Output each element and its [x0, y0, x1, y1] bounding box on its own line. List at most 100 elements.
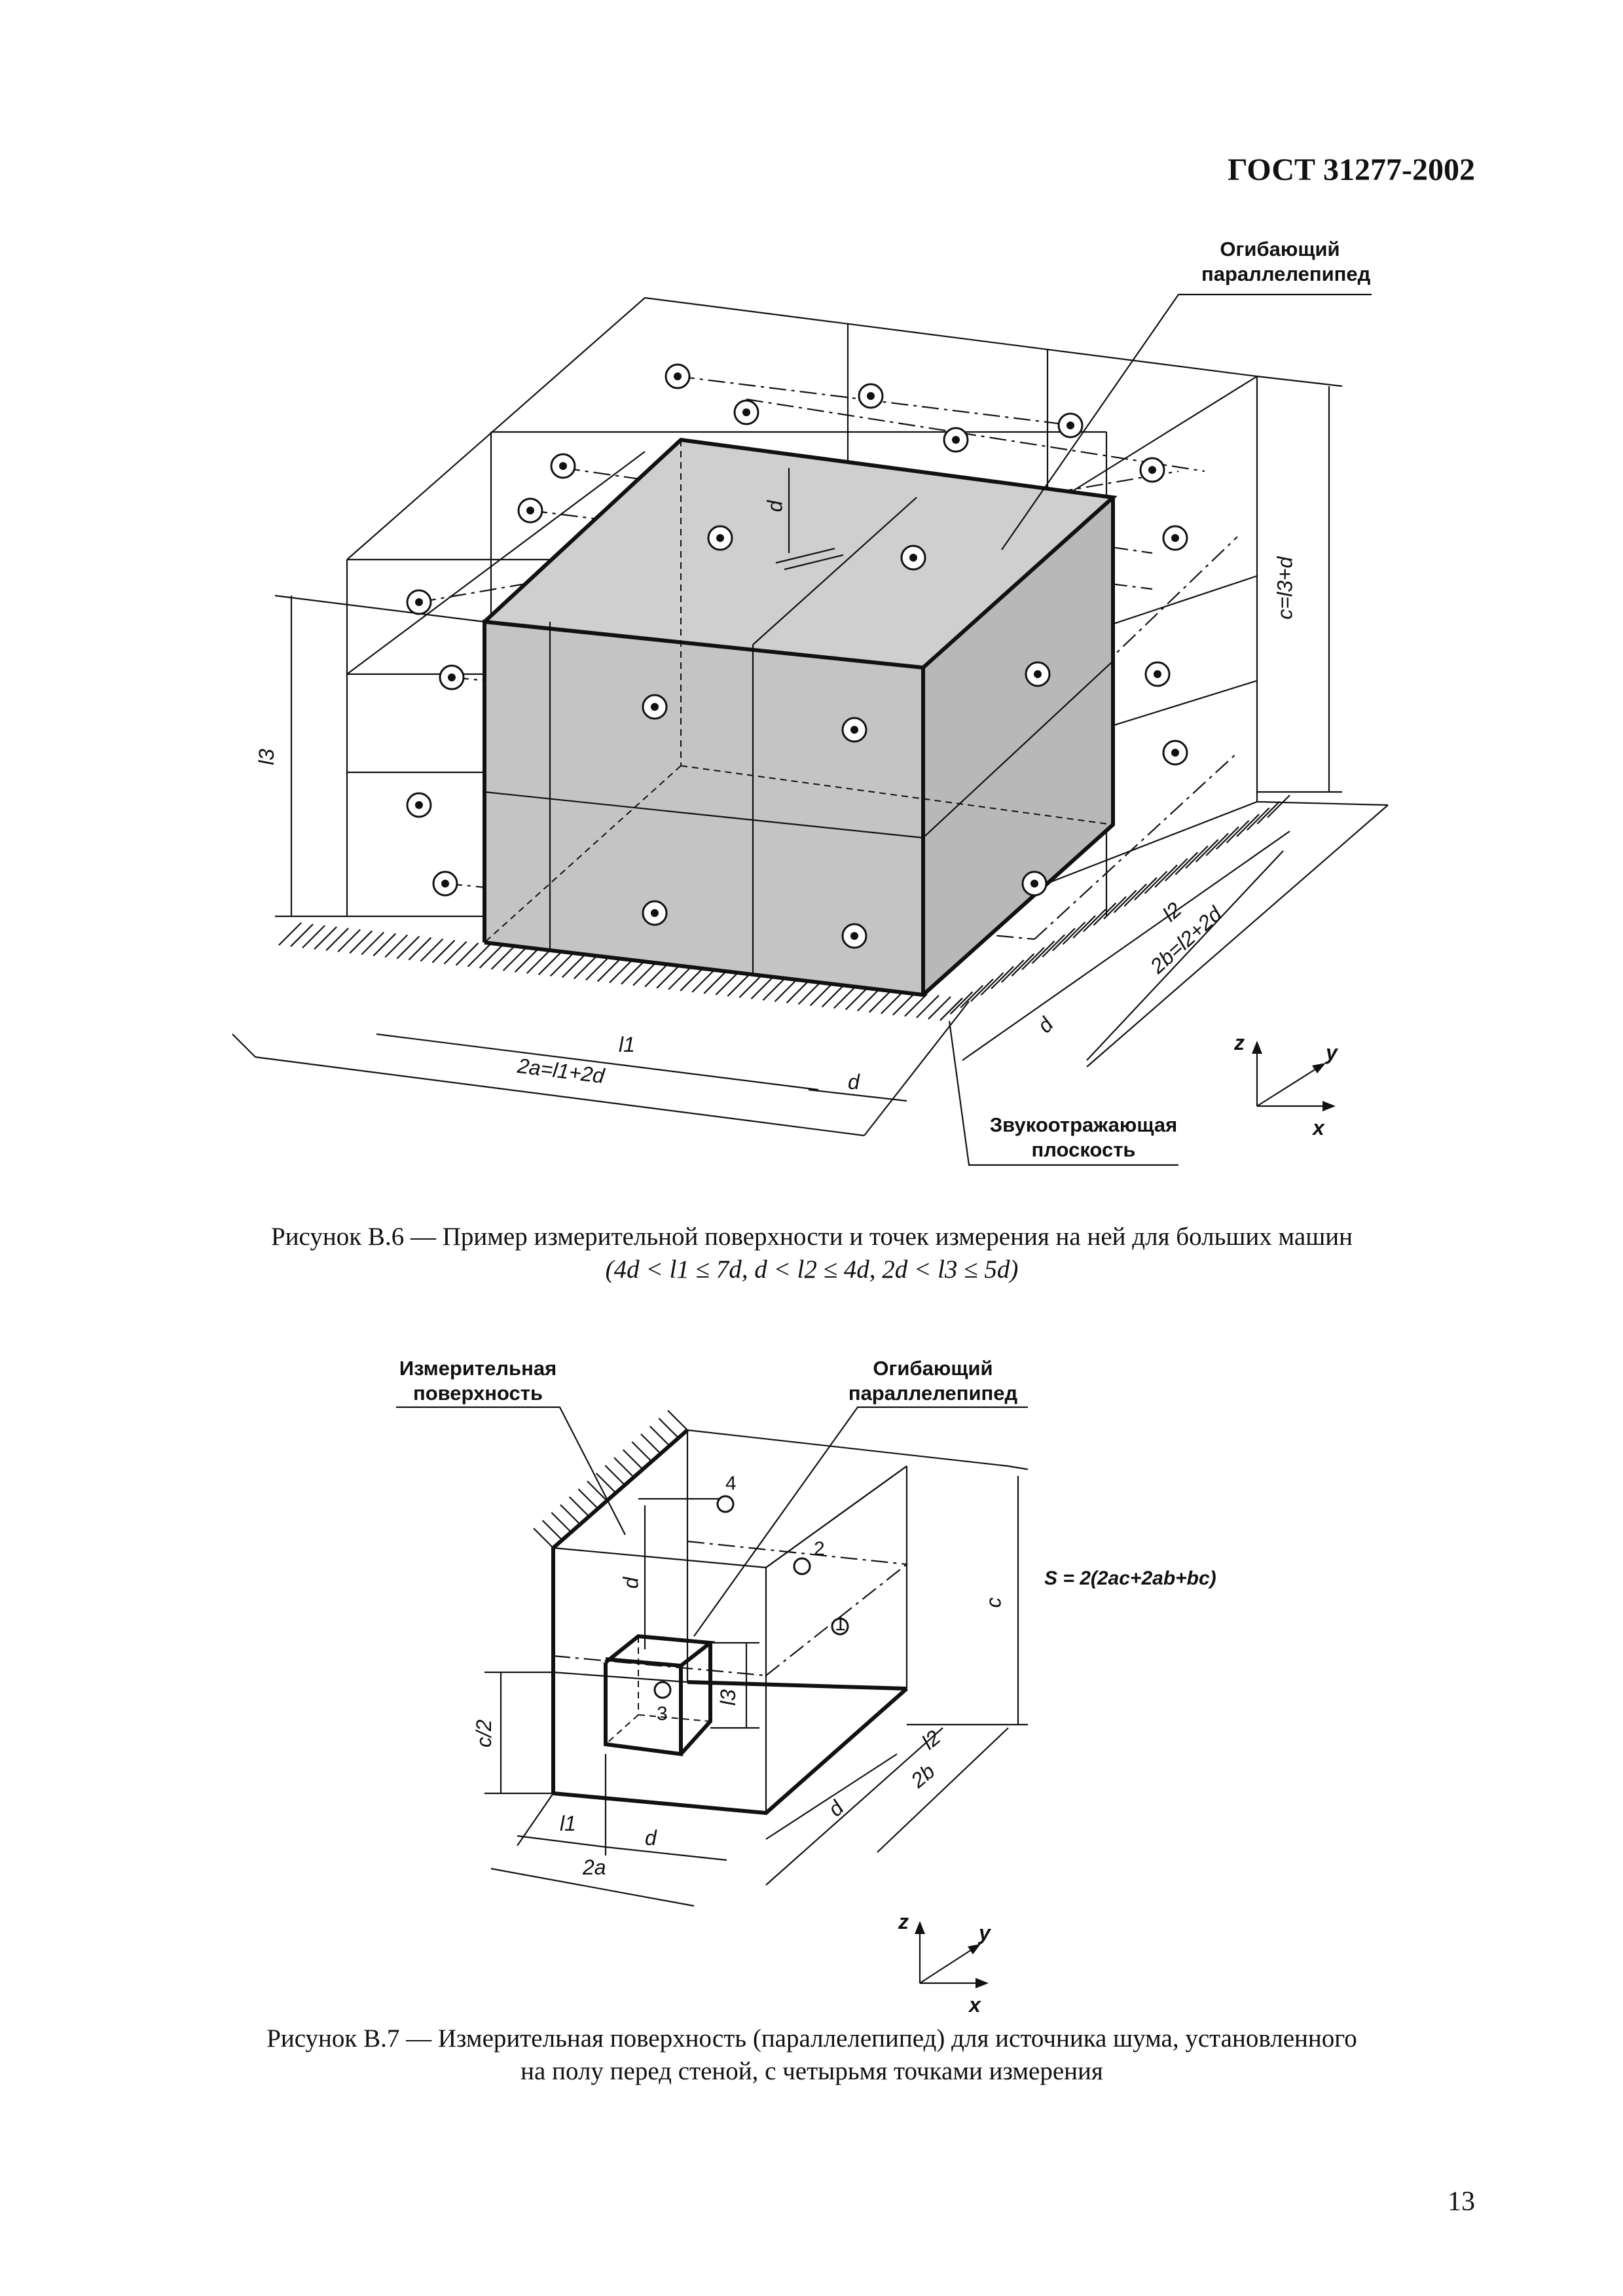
hatch-stroke: [585, 957, 609, 981]
b7-axis-z: z: [898, 1910, 909, 1933]
hatch-stroke: [1144, 870, 1168, 895]
measurement-point-center: [448, 673, 456, 681]
hatch-stroke: [1185, 845, 1209, 869]
measurement-point-center: [742, 408, 750, 416]
b6-axis-y: y: [1326, 1041, 1338, 1064]
b6-dim-l1: l1: [619, 1033, 635, 1056]
hatch-stroke: [833, 985, 857, 1009]
b7-dim-l1: l1: [560, 1812, 576, 1835]
measurement-point-center: [651, 703, 659, 711]
hatch-stroke: [1134, 877, 1158, 901]
axes-b6: [1252, 1041, 1336, 1111]
hatch-stroke: [302, 925, 325, 948]
hatch-stroke: [892, 992, 916, 1016]
measurement-point-center: [651, 909, 659, 917]
hatch-stroke: [1216, 826, 1239, 850]
hatch-stroke: [568, 1496, 590, 1517]
hatch-stroke: [278, 922, 302, 946]
hatch-stroke: [502, 948, 526, 971]
hatch-stroke: [621, 961, 644, 985]
hatch-stroke: [1164, 858, 1188, 882]
hatch-stroke: [551, 1512, 572, 1533]
b7-callout-surface: Измерительная поверхность: [393, 1356, 563, 1406]
b6-axis-x: x: [1313, 1116, 1324, 1139]
hatch-stroke: [1154, 864, 1178, 888]
b7-callout-surface-line2: поверхность: [412, 1382, 543, 1405]
hatch-stroke: [1236, 814, 1260, 837]
wall-floor-hatching: [533, 1410, 688, 1549]
measurement-point: [716, 1495, 735, 1513]
hatch-stroke: [1072, 915, 1096, 939]
hatch-stroke: [560, 1504, 581, 1525]
figure-b7-caption-line1: Рисунок В.7 — Измерительная поверхность …: [266, 2024, 1357, 2053]
measurement-point-center: [909, 554, 917, 562]
reflecting-plane-hatching: [278, 795, 1290, 1021]
hatch-stroke: [970, 978, 994, 1002]
hatch-stroke: [656, 965, 680, 989]
measurement-point-center: [1148, 466, 1156, 474]
b6-callout-reflect-line2: плоскость: [1031, 1138, 1136, 1161]
hatch-stroke: [1042, 934, 1066, 958]
measurement-point-center: [674, 372, 682, 380]
hatch-stroke: [455, 942, 479, 966]
hatch-stroke: [1175, 852, 1199, 875]
measurement-point-center: [1154, 670, 1161, 678]
hatch-stroke: [703, 971, 727, 994]
hatch-stroke: [538, 952, 562, 975]
measurement-point-center: [952, 436, 960, 444]
hatch-stroke: [526, 950, 550, 974]
figure-b7-caption-line2: на полу перед стеной, с четырьмя точками…: [520, 2057, 1103, 2085]
measurement-point-center: [716, 534, 724, 542]
hatch-stroke: [479, 945, 503, 969]
measurement-point: [653, 1681, 672, 1699]
b7-dim-c2: c/2: [471, 1719, 496, 1748]
hatch-stroke: [467, 944, 491, 967]
hatch-stroke: [632, 962, 656, 986]
hatch-stroke: [1062, 921, 1086, 945]
hatch-stroke: [443, 941, 467, 965]
b6-callout-envelope-line1: Огибающий: [1220, 238, 1340, 260]
figure-b6-caption-line2: (4d < l1 ≤ 7d, d < l2 ≤ 4d, 2d < l3 ≤ 5d…: [605, 1255, 1019, 1283]
b6-callout-reflect-line1: Звукоотражающая: [989, 1113, 1178, 1136]
hatch-stroke: [1052, 927, 1076, 952]
b7-axis-y: y: [979, 1921, 991, 1945]
hatch-stroke: [420, 938, 444, 962]
measurement-point-center: [1171, 749, 1179, 757]
measurement-point-center: [1034, 670, 1042, 678]
hatch-stroke: [1082, 908, 1106, 933]
hatch-stroke: [916, 995, 939, 1018]
b7-point-3-label: 3: [657, 1703, 668, 1725]
hatch-stroke: [949, 991, 974, 1015]
measurement-point-center: [526, 507, 534, 514]
measurement-point: [793, 1557, 811, 1575]
hatch-stroke: [991, 965, 1014, 990]
measurement-point-center: [415, 801, 423, 809]
hatch-stroke: [881, 990, 904, 1014]
b6-callout-envelope-line2: параллелепипед: [1201, 262, 1371, 285]
b6-dim-d-bottom: d: [848, 1070, 860, 1094]
page-number: 13: [1448, 2187, 1475, 2217]
hatch-stroke: [597, 958, 621, 982]
hatch-stroke: [774, 978, 798, 1003]
hatch-stroke: [644, 963, 668, 988]
b6-callout-reflect: Звукоотражающая плоскость: [989, 1113, 1178, 1162]
figure-b7-caption: Рисунок В.7 — Измерительная поверхность …: [196, 2022, 1427, 2088]
b7-measurement-points: [653, 1495, 849, 1699]
hatch-stroke: [960, 984, 984, 1009]
hatch-stroke: [786, 980, 810, 1004]
hatch-stroke: [821, 984, 845, 1008]
b7-callout-envelope-line2: параллелепипед: [848, 1382, 1018, 1405]
b7-formula: S = 2(2ac+2ab+bc): [1044, 1568, 1216, 1589]
hatch-stroke: [514, 949, 538, 973]
b7-dim-c: c: [981, 1597, 1006, 1608]
hatch-stroke: [574, 956, 597, 980]
hatch-stroke: [1011, 953, 1035, 977]
figure-b6-caption: Рисунок В.6 — Пример измерительной повер…: [196, 1221, 1427, 1286]
hatch-stroke: [609, 960, 632, 984]
b7-point-4-label: 4: [725, 1473, 737, 1494]
hatch-stroke: [1267, 795, 1290, 818]
hatch-stroke: [550, 953, 574, 977]
axes-b7: [915, 1921, 989, 1988]
hatch-stroke: [691, 969, 716, 993]
hatch-stroke: [541, 1520, 563, 1541]
